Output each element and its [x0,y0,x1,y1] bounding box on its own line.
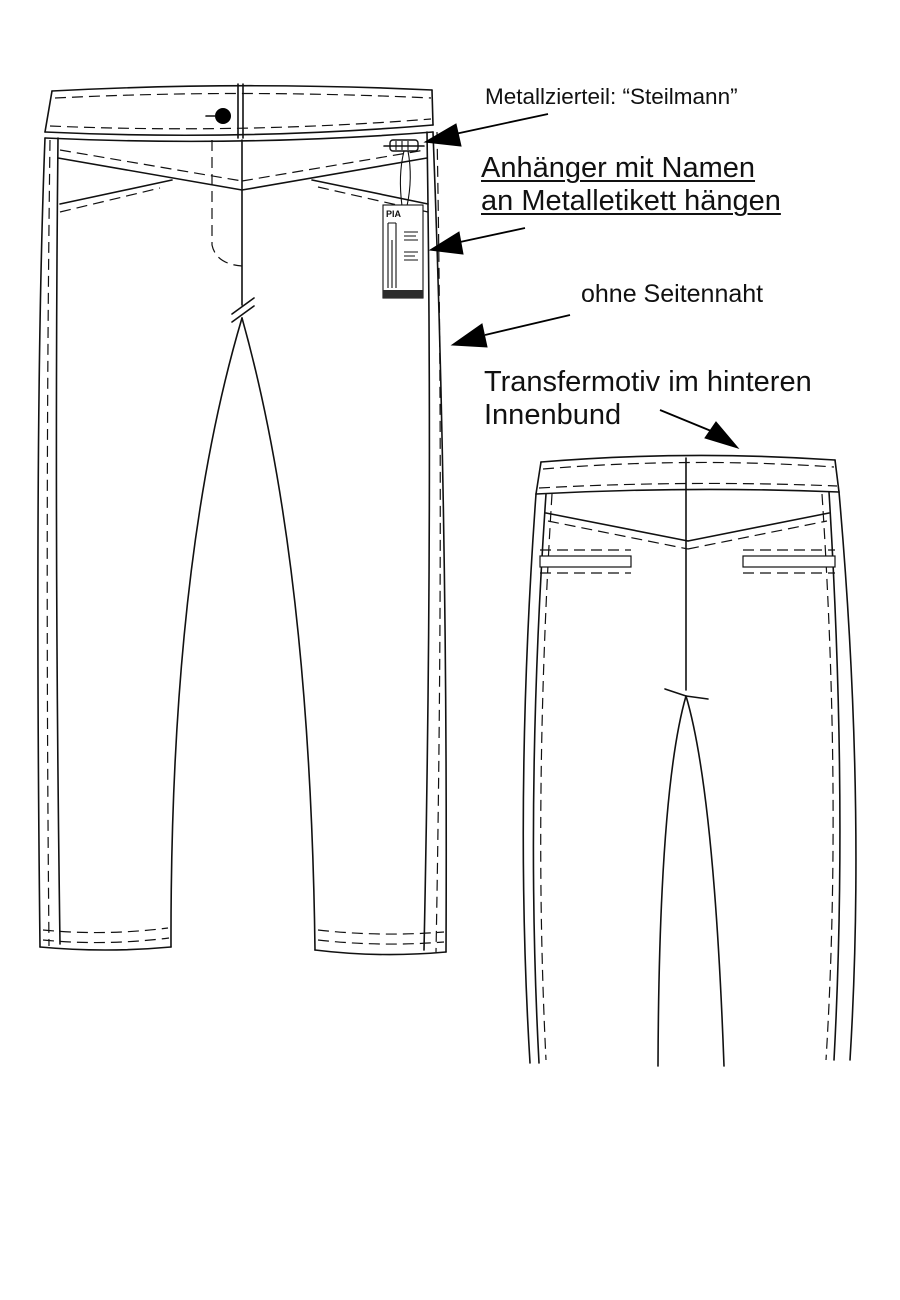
metal-ornament-label: Metallzierteil: “Steilmann” [485,84,738,109]
hang-tag: PIA [382,150,424,299]
transfer-motif-label-line2: Innenbund [484,399,622,432]
front-waistband [44,83,434,143]
hang-tag-label-line2: an Metalletikett hängen [481,185,781,218]
hang-tag-band [383,290,423,298]
back-yoke [545,512,830,700]
arrow-transfer [659,409,740,449]
front-trouser-view: PIA [37,83,448,956]
front-hems [42,927,445,945]
hang-tag-name: PIA [386,209,402,219]
arrow-side-seam [450,314,571,348]
front-button [215,108,231,124]
transfer-motif-label: Transfermotiv im hinteren Innenbund [484,366,812,433]
back-side-stripes [532,491,841,1064]
arrow-metal-ornament [423,113,549,147]
back-pocket-right [742,549,836,574]
hang-tag-label-line1: Anhänger mit Namen [481,152,756,184]
front-yoke [57,149,429,213]
front-fly [211,139,255,323]
metal-ornament [383,139,425,152]
front-silhouette [37,131,448,956]
side-seam-label: ohne Seitennaht [581,280,764,308]
back-pocket-left [539,549,632,574]
hang-tag-label: Anhänger mit Namen an Metalletikett häng… [481,152,781,219]
front-side-stripes [46,131,441,953]
arrow-hang-tag [428,227,526,255]
back-trouser-view [522,454,857,1067]
back-silhouette [522,491,857,1067]
transfer-motif-label-line1: Transfermotiv im hinteren [484,366,812,398]
back-waistband [535,454,840,541]
